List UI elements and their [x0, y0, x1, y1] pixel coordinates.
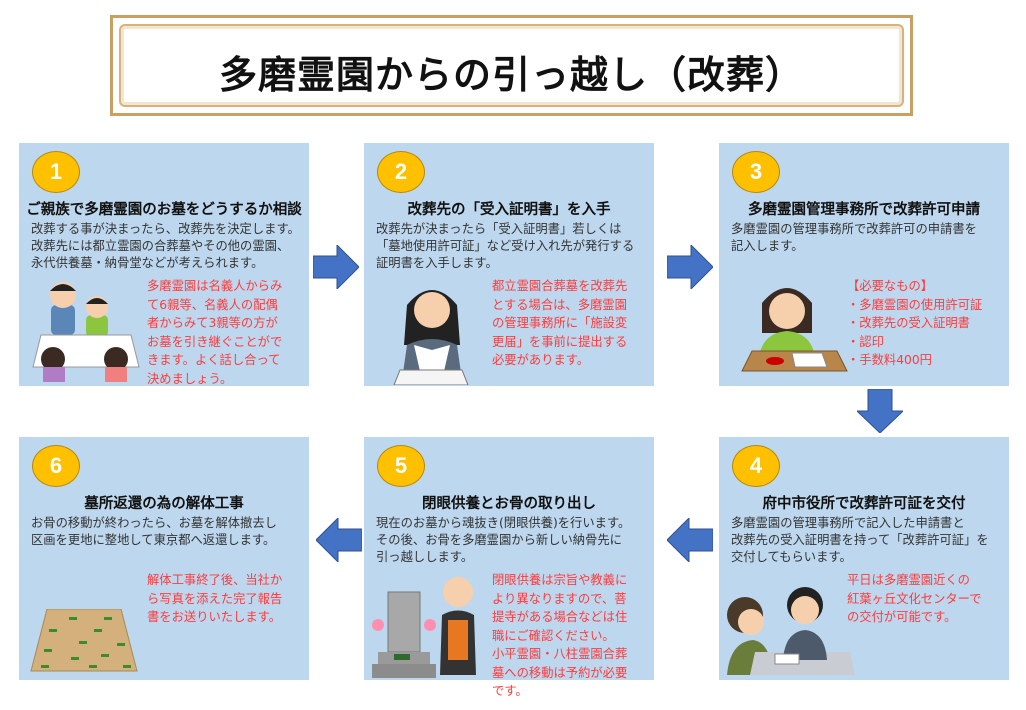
- step-title: 改葬先の「受入証明書」を入手: [407, 202, 611, 218]
- note-line: より異なりますので、菩: [492, 591, 627, 606]
- empty-lot-illustration: [29, 609, 139, 674]
- step-description: 改葬先が決まったら「受入証明書」若しくは「墓地使用許可証」など受け入れ先が発行す…: [376, 221, 648, 272]
- description-line: 記入します。: [731, 239, 804, 253]
- note-line: です。: [492, 684, 528, 698]
- step-number-badge: 1: [32, 151, 80, 193]
- step-description: 現在のお墓から魂抜き(閉眼供養)を行います。その後、お骨を多磨霊園から新しい納骨…: [376, 515, 648, 566]
- note-line: きます。よく話し合って: [147, 353, 281, 367]
- title-frame-decoration: [119, 24, 904, 107]
- description-line: 改葬先には都立霊園の合葬墓やその他の霊園、: [31, 239, 290, 253]
- note-line: ら写真を添えた完了報告: [147, 591, 283, 606]
- description-line: 区画を更地に整地して東京都へ返還します。: [31, 533, 276, 547]
- step-note: 閉眼供養は宗旨や教義により異なりますので、菩提寺がある場合などは住職にご確認くだ…: [492, 571, 627, 701]
- note-line: 多磨霊園は名義人からみ: [147, 279, 283, 293]
- note-line: とする場合は、多磨霊園: [492, 297, 627, 312]
- note-line: ・改葬先の受入証明書: [847, 316, 970, 330]
- description-line: 引っ越しします。: [376, 550, 474, 564]
- page-title: 多磨霊園からの引っ越し（改葬）: [218, 53, 804, 97]
- description-line: 「墓地使用許可証」など受け入れ先が発行する: [376, 239, 635, 253]
- note-line: ・多磨霊園の使用許可証: [847, 297, 983, 312]
- monk-and-grave-illustration: [370, 570, 485, 680]
- description-line: 多磨霊園の管理事務所で改葬許可の申請書を: [731, 222, 977, 236]
- step-panel-3: 3 多磨霊園管理事務所で改葬許可申請多磨霊園の管理事務所で改葬許可の申請書を記入し…: [719, 143, 1009, 386]
- step-panel-4: 4 府中市役所で改葬許可証を交付多磨霊園の管理事務所で記入した申請書と改葬先の受入…: [719, 437, 1009, 680]
- step-note: 都立霊園合葬墓を改葬先とする場合は、多磨霊園の管理事務所に「施設変更届」を事前に…: [492, 277, 627, 370]
- note-line: 小平霊園・八柱霊園合葬: [492, 647, 628, 661]
- note-line: 閉眼供養は宗旨や教義に: [492, 573, 628, 587]
- step-number-badge: 5: [377, 445, 425, 487]
- note-line: の管理事務所に「施設変: [492, 316, 628, 330]
- step-panel-2: 2 改葬先の「受入証明書」を入手改葬先が決まったら「受入証明書」若しくは「墓地使用…: [364, 143, 654, 386]
- description-line: 改葬先の受入証明書を持って「改葬許可証」を: [731, 533, 989, 547]
- step-panel-5: 5 閉眼供養とお骨の取り出し現在のお墓から魂抜き(閉眼供養)を行います。その後、お…: [364, 437, 654, 698]
- arrow-left-icon: [316, 518, 362, 562]
- title-banner: 多磨霊園からの引っ越し（改葬）: [110, 15, 913, 116]
- description-line: 現在のお墓から魂抜き(閉眼供養)を行います。: [376, 516, 631, 530]
- step-number-badge: 6: [32, 445, 80, 487]
- step-title: ご親族で多磨霊園のお墓をどうするか相談: [26, 202, 302, 218]
- step-description: 改葬する事が決まったら、改葬先を決定します。改葬先には都立霊園の合葬墓やその他の…: [31, 221, 303, 272]
- family-discussion-illustration: [31, 277, 141, 382]
- step-number-badge: 2: [377, 151, 425, 193]
- note-line: 提寺がある場合などは住: [492, 610, 628, 624]
- woman-with-document-illustration: [392, 275, 472, 385]
- step-title: 墓所返還の為の解体工事: [84, 496, 244, 512]
- note-line: の交付が可能です。: [847, 610, 957, 624]
- description-line: 交付してもらいます。: [731, 550, 852, 564]
- step-description: 多磨霊園の管理事務所で改葬許可の申請書を記入します。: [731, 221, 1003, 255]
- note-line: 者からみて3親等の方が: [147, 316, 278, 330]
- note-line: 必要があります。: [492, 353, 590, 367]
- step-note: 平日は多磨霊園近くの紅葉ヶ丘文化センターでの交付が可能です。: [847, 571, 982, 627]
- note-line: 紅葉ヶ丘文化センターで: [847, 591, 982, 606]
- arrow-right-icon: [667, 245, 713, 289]
- arrow-right-icon: [313, 245, 359, 289]
- arrow-left-icon: [667, 518, 713, 562]
- note-line: ・認印: [847, 334, 884, 349]
- step-description: お骨の移動が終わったら、お墓を解体撤去し区画を更地に整地して東京都へ返還します。: [31, 515, 303, 549]
- counter-service-illustration: [725, 580, 855, 675]
- note-line: 書をお送りいたします。: [147, 610, 282, 624]
- note-line: 平日は多磨霊園近くの: [847, 573, 970, 587]
- step-title: 閉眼供養とお骨の取り出し: [422, 496, 596, 512]
- note-line: お墓を引き継ぐことがで: [147, 334, 283, 349]
- description-line: お骨の移動が終わったら、お墓を解体撤去し: [31, 516, 277, 530]
- step-number-badge: 4: [732, 445, 780, 487]
- woman-writing-illustration: [737, 273, 852, 378]
- step-note: 多磨霊園は名義人からみて6親等、名義人の配偶者からみて3親等の方がお墓を引き継ぐ…: [147, 277, 282, 388]
- description-line: 証明書を入手します。: [376, 256, 498, 270]
- description-line: 多磨霊園の管理事務所で記入した申請書と: [731, 516, 965, 530]
- note-line: ・手数料400円: [847, 353, 932, 367]
- step-number-badge: 3: [732, 151, 780, 193]
- note-line: 更届」を事前に提出する: [492, 334, 628, 349]
- step-title: 府中市役所で改葬許可証を交付: [762, 496, 966, 512]
- step-note: 解体工事終了後、当社から写真を添えた完了報告書をお送りいたします。: [147, 571, 282, 627]
- description-line: その後、お骨を多磨霊園から新しい納骨先に: [376, 533, 622, 547]
- note-line: て6親等、名義人の配偶: [147, 297, 278, 312]
- note-line: 決めましょう。: [147, 371, 233, 386]
- step-description: 多磨霊園の管理事務所で記入した申請書と改葬先の受入証明書を持って「改葬許可証」を…: [731, 515, 1003, 566]
- step-title: 多磨霊園管理事務所で改葬許可申請: [748, 202, 980, 218]
- description-line: 改葬先が決まったら「受入証明書」若しくは: [376, 222, 622, 236]
- step-note: 【必要なもの】・多磨霊園の使用許可証・改葬先の受入証明書・認印・手数料400円: [847, 277, 982, 370]
- note-line: 都立霊園合葬墓を改葬先: [492, 279, 628, 293]
- note-line: 解体工事終了後、当社か: [147, 573, 283, 587]
- arrow-down-icon: [857, 389, 903, 433]
- note-line: 【必要なもの】: [847, 279, 934, 293]
- description-line: 永代供養墓・納骨堂などが考えられます。: [31, 256, 264, 270]
- description-line: 改葬する事が決まったら、改葬先を決定します。: [31, 222, 300, 236]
- note-line: 墓への移動は予約が必要: [492, 665, 628, 680]
- note-line: 職にご確認ください。: [492, 628, 615, 643]
